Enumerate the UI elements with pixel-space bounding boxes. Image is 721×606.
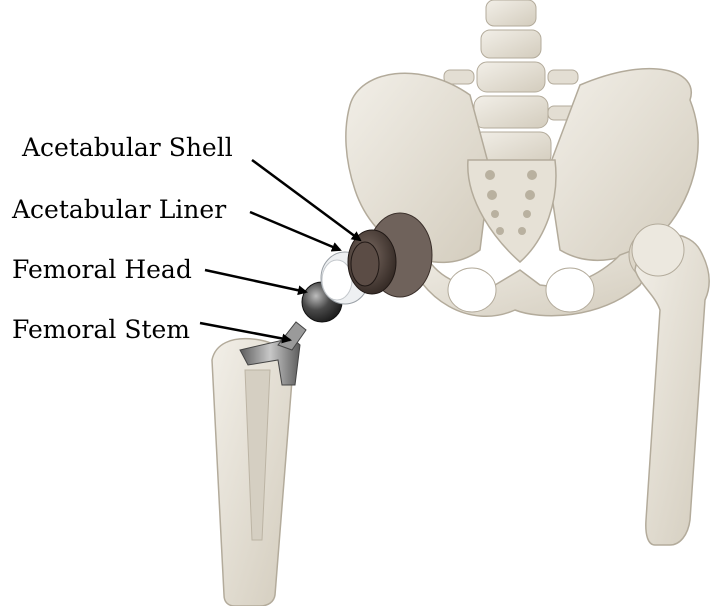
label-acetabular-liner: Acetabular Liner [12,195,226,225]
label-femoral-head: Femoral Head [12,255,192,285]
acetabular-shell [348,230,396,294]
label-femoral-stem: Femoral Stem [12,315,190,345]
arrow-acetabular-liner [250,212,340,250]
left-femur [212,322,306,606]
arrow-femoral-stem [200,323,290,340]
arrow-femoral-head [205,270,306,292]
arrow-acetabular-shell [252,160,360,240]
label-acetabular-shell: Acetabular Shell [22,133,233,163]
right-femur [632,224,709,545]
